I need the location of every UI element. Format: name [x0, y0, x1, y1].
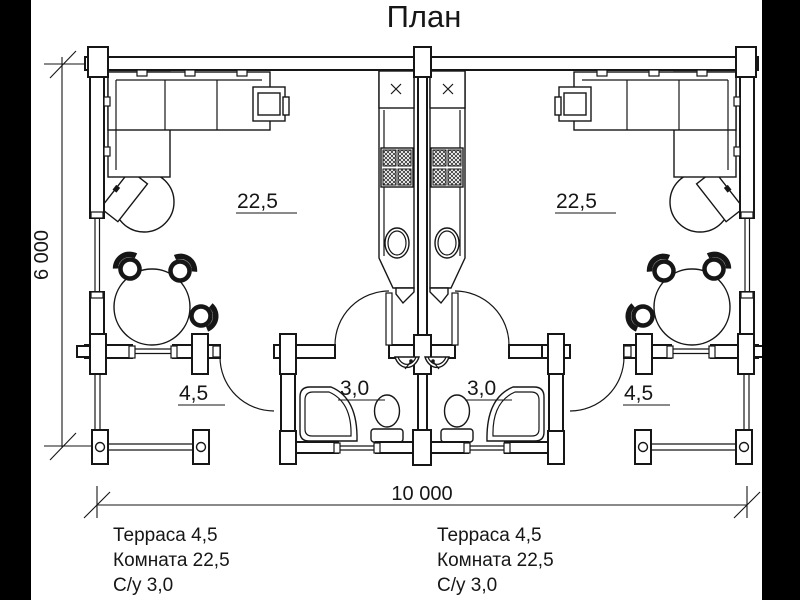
right-unit-furniture: [429, 69, 745, 443]
legend-line: Терраса 4,5: [437, 525, 542, 546]
dimension-height: 6 000: [31, 50, 92, 461]
kitchen-counter: [429, 69, 466, 305]
left-bath-sink: [394, 356, 420, 370]
right-bath-window: [463, 442, 511, 454]
left-bath-window: [333, 442, 381, 454]
right-bath-door: [451, 290, 510, 346]
left-room-area-label: 22,5: [237, 190, 278, 213]
right-terrace-area-label: 4,5: [624, 382, 653, 405]
left-bath-door: [334, 290, 393, 346]
right-room-window: [666, 345, 716, 359]
chair: [189, 303, 219, 332]
legend-line: Комната 22,5: [113, 550, 230, 571]
left-matte-bar: [0, 0, 31, 600]
central-wall: [417, 69, 428, 444]
chair: [702, 251, 732, 281]
wall-ticks: [103, 69, 741, 157]
stove: [430, 147, 464, 188]
left-terrace-area-label: 4,5: [179, 382, 208, 405]
legend-line: С/у 3,0: [113, 575, 173, 596]
kitchen-sink: [384, 227, 410, 259]
left-bath-area-label: 3,0: [340, 377, 369, 400]
right-terrace-door: [569, 345, 632, 412]
room-labels: 22,5 22,5 4,5 4,5 3,0 3,0: [178, 190, 670, 406]
right-bath-sink: [424, 356, 450, 370]
right-bath-area-label: 3,0: [467, 377, 496, 400]
kitchen-counter: [378, 69, 415, 305]
chair: [646, 253, 676, 283]
doors: [212, 290, 632, 412]
chair: [168, 253, 198, 283]
legend-line: Терраса 4,5: [113, 525, 218, 546]
legend-left: Терраса 4,5 Комната 22,5 С/у 3,0: [113, 525, 230, 596]
legend-right: Терраса 4,5 Комната 22,5 С/у 3,0: [437, 525, 554, 596]
right-wall-upper: [739, 56, 755, 219]
left-wall-upper: [89, 56, 105, 219]
legend-line: С/у 3,0: [437, 575, 497, 596]
log-posts: [76, 46, 768, 466]
left-room-window: [128, 345, 178, 359]
dimension-width: 10 000: [83, 483, 761, 519]
legend-line: Комната 22,5: [437, 550, 554, 571]
toilet: [440, 394, 474, 443]
toilet: [370, 394, 404, 443]
page-title: План: [387, 0, 462, 34]
chair: [625, 303, 655, 332]
round-table: [653, 268, 731, 346]
kitchen-sink: [434, 227, 460, 259]
dining-set: [625, 251, 732, 346]
width-dimension-label: 10 000: [391, 483, 452, 505]
right-matte-bar: [762, 0, 800, 600]
left-wall-window: [90, 211, 104, 299]
dining-set: [112, 251, 219, 346]
walls: [76, 46, 768, 466]
chair: [112, 251, 142, 281]
left-terrace-door: [212, 345, 275, 412]
fridge-x-icon: [390, 83, 402, 95]
right-room-area-label: 22,5: [556, 190, 597, 213]
corner-sofa: [554, 71, 745, 233]
round-table: [113, 268, 191, 346]
fridge-x-icon: [442, 83, 454, 95]
height-dimension-label: 6 000: [31, 230, 53, 280]
stove: [380, 147, 414, 188]
right-wall-window: [740, 211, 754, 299]
